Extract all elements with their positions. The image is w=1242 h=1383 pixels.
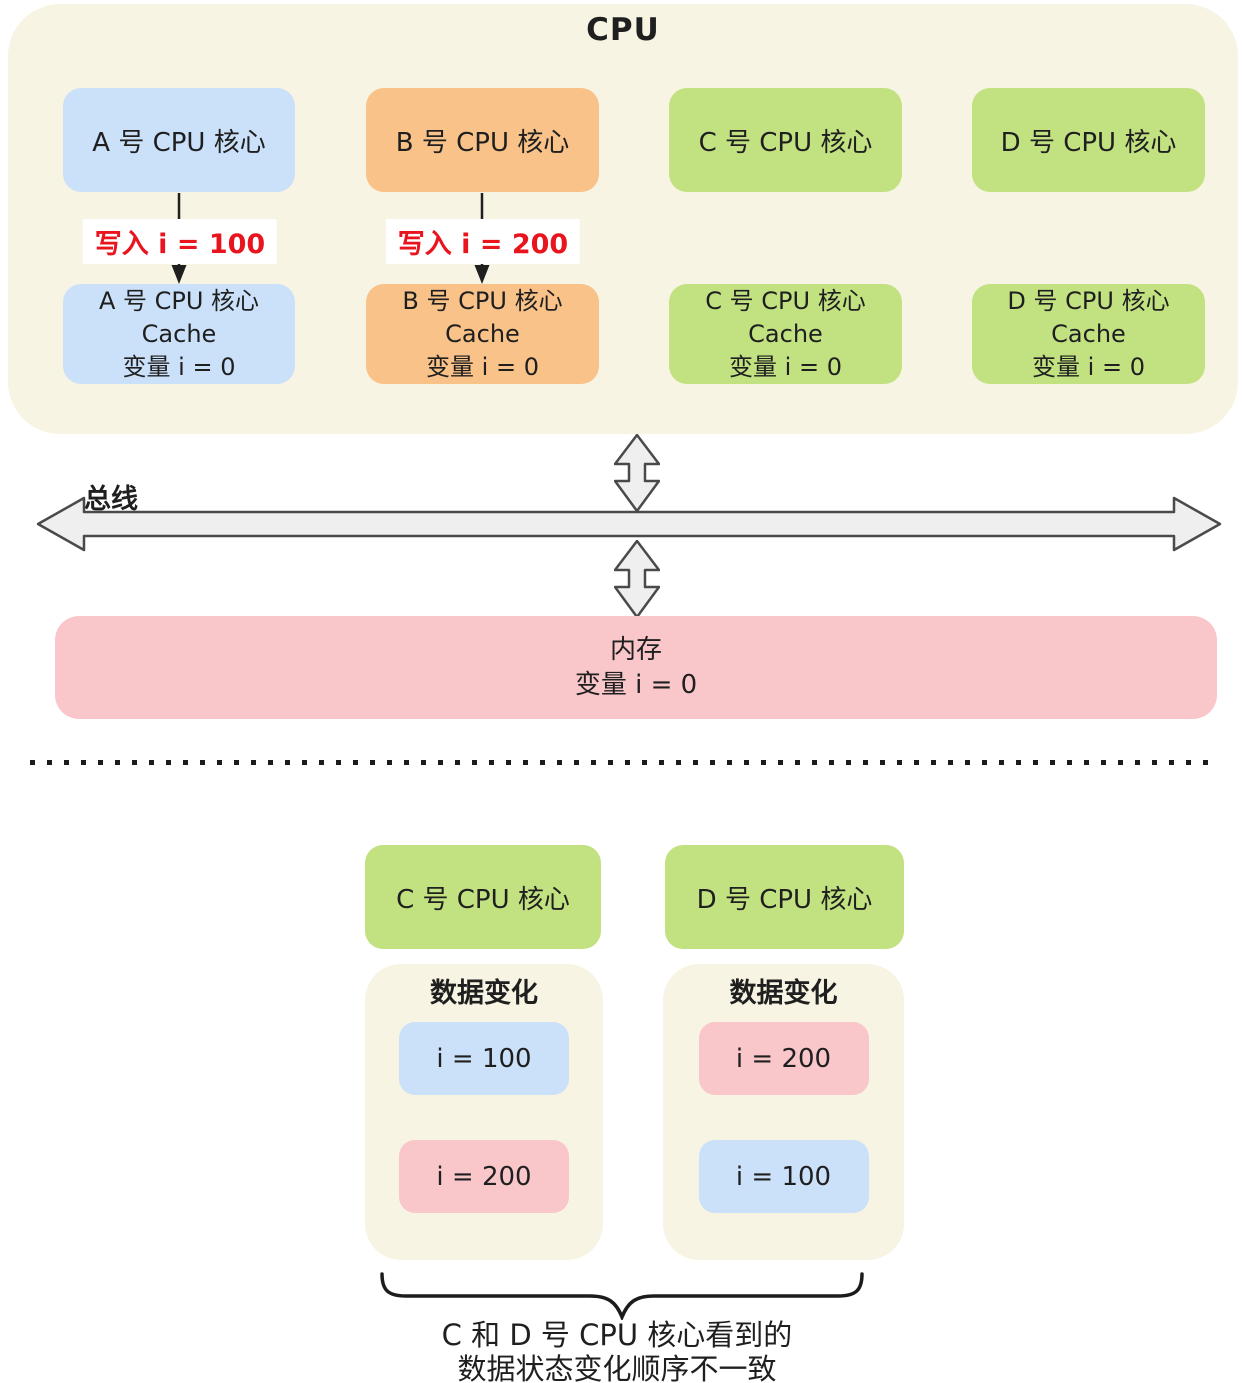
core-box-c: C 号 CPU 核心 — [669, 88, 902, 192]
panel-title-c: 数据变化 — [430, 978, 538, 1009]
memory-value: 变量 i = 0 — [574, 669, 698, 700]
cache-box-c: C 号 CPU 核心 Cache 变量 i = 0 — [669, 284, 902, 384]
data-change-panel-d: 数据变化 i = 200 i = 100 — [663, 964, 904, 1260]
cache-value-c: 变量 i = 0 — [729, 352, 842, 381]
change-value: i = 200 — [735, 1043, 832, 1074]
write-label-a: 写入 i = 100 — [82, 219, 278, 264]
change-box-d-2: i = 100 — [698, 1140, 869, 1213]
bottom-core-label-c: C 号 CPU 核心 — [396, 884, 570, 915]
caption-line-2: 数据状态变化顺序不一致 — [457, 1352, 777, 1383]
core-label-b: B 号 CPU 核心 — [395, 127, 570, 158]
change-value: i = 100 — [735, 1161, 832, 1192]
memory-label: 内存 — [609, 634, 662, 665]
caption: C 和 D 号 CPU 核心看到的 数据状态变化顺序不一致 — [0, 1318, 1234, 1383]
core-box-a: A 号 CPU 核心 — [63, 88, 295, 192]
cache-value-b: 变量 i = 0 — [426, 352, 539, 381]
core-box-b: B 号 CPU 核心 — [366, 88, 599, 192]
bus-memory-double-arrow-icon — [614, 540, 660, 618]
cache-box-a: A 号 CPU 核心 Cache 变量 i = 0 — [63, 284, 295, 384]
cache-value-a: 变量 i = 0 — [122, 352, 236, 381]
change-value: i = 100 — [436, 1043, 532, 1074]
core-label-a: A 号 CPU 核心 — [92, 127, 266, 158]
cpu-title: CPU — [586, 12, 660, 48]
change-value: i = 200 — [436, 1161, 532, 1192]
write-label-b: 写入 i = 200 — [385, 219, 581, 264]
cache-label-c: C 号 CPU 核心 Cache — [705, 286, 866, 348]
cache-label-d: D 号 CPU 核心 Cache — [1007, 286, 1170, 348]
core-box-d: D 号 CPU 核心 — [972, 88, 1205, 192]
bottom-core-label-d: D 号 CPU 核心 — [696, 884, 873, 915]
core-label-d: D 号 CPU 核心 — [1000, 127, 1177, 158]
cache-box-b: B 号 CPU 核心 Cache 变量 i = 0 — [366, 284, 599, 384]
change-box-d-1: i = 200 — [698, 1022, 869, 1095]
data-change-panel-c: 数据变化 i = 100 i = 200 — [365, 964, 603, 1260]
brace-icon — [380, 1272, 864, 1320]
cache-box-d: D 号 CPU 核心 Cache 变量 i = 0 — [972, 284, 1205, 384]
bus-label: 总线 — [84, 484, 138, 515]
bus-arrow — [36, 496, 1222, 552]
cache-label-a: A 号 CPU 核心 Cache — [98, 286, 260, 348]
dotted-divider — [30, 760, 1218, 765]
cache-label-b: B 号 CPU 核心 Cache — [402, 286, 563, 348]
change-box-c-2: i = 200 — [399, 1140, 569, 1213]
bottom-core-box-c: C 号 CPU 核心 — [365, 845, 601, 949]
change-box-c-1: i = 100 — [399, 1022, 569, 1095]
cache-value-d: 变量 i = 0 — [1032, 352, 1145, 381]
bottom-core-box-d: D 号 CPU 核心 — [665, 845, 904, 949]
memory-box: 内存 变量 i = 0 — [55, 616, 1217, 719]
cpu-container: CPU A 号 CPU 核心 B 号 CPU 核心 C 号 CPU 核心 D 号… — [8, 4, 1238, 434]
caption-line-1: C 和 D 号 CPU 核心看到的 — [441, 1318, 793, 1352]
panel-title-d: 数据变化 — [729, 978, 838, 1009]
core-label-c: C 号 CPU 核心 — [698, 127, 873, 158]
